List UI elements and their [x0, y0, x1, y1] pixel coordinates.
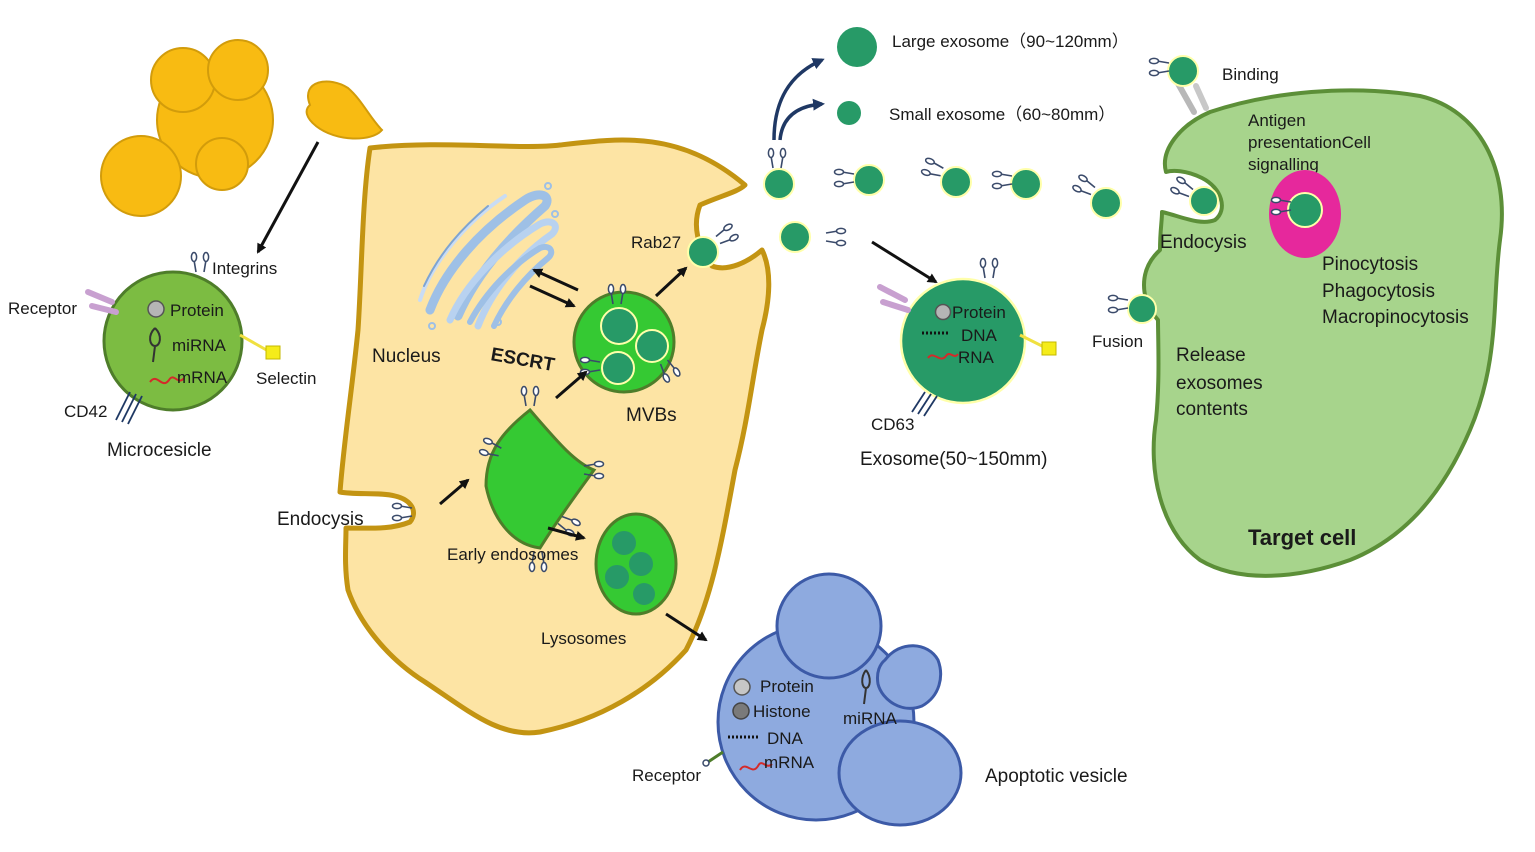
- pinocytosis-label: Pinocytosis: [1322, 254, 1418, 275]
- target-cell-label: Target cell: [1248, 525, 1356, 550]
- mrna-ap-label: mRNA: [764, 753, 815, 772]
- lysosome: [594, 512, 678, 616]
- small-exosome: [837, 101, 861, 125]
- endocysis-left-label: Endocysis: [277, 509, 364, 530]
- lysosomes-label: Lysosomes: [541, 629, 626, 648]
- endocytosing-exosome: [1169, 175, 1219, 216]
- arrow-to-large-exosome: [772, 58, 825, 141]
- dna-ap-label: DNA: [767, 729, 804, 748]
- cd42-label: CD42: [64, 402, 107, 421]
- early-endosome: [477, 385, 605, 573]
- arrow-lysosome-to-apoptotic: [665, 612, 708, 642]
- receptor-label: Receptor: [8, 299, 77, 318]
- receptor-ap-label: Receptor: [632, 766, 701, 785]
- integrins-label: Integrins: [212, 259, 277, 278]
- microvesicle: [85, 251, 281, 425]
- multivesicular-body: [572, 283, 682, 394]
- antigen-label-3: signalling: [1248, 155, 1319, 174]
- arrow-to-exosome: [871, 240, 938, 284]
- nucleus-label: Nucleus: [372, 346, 441, 367]
- target-cell: [1142, 88, 1504, 578]
- exosome-label: Exosome(50~150mm): [860, 449, 1047, 470]
- endocysis-right-label: Endocysis: [1160, 232, 1247, 253]
- release-label-3: contents: [1176, 399, 1248, 420]
- selectin-label: Selectin: [256, 369, 316, 388]
- arrow-to-microvesicle: [256, 141, 320, 254]
- large-exosome-label: Large exosome（90~120mm）: [892, 32, 1129, 51]
- antigen-label-2: presentationCell: [1248, 133, 1371, 152]
- apoptotic-vesicle-label: Apoptotic vesicle: [985, 766, 1128, 787]
- apoptotic-vesicle: [702, 572, 963, 827]
- mvbs-label: MVBs: [626, 405, 677, 426]
- small-exosome-label: Small exosome（60~80mm）: [889, 105, 1115, 124]
- protein-exo-label: Protein: [952, 303, 1006, 322]
- rna-exo-label: RNA: [958, 348, 995, 367]
- binding-receptor: [1148, 55, 1209, 115]
- mrna-label: mRNA: [177, 368, 228, 387]
- golgi-apparatus: [418, 182, 559, 330]
- histone-ap-label: Histone: [753, 702, 811, 721]
- large-exosome: [837, 27, 877, 67]
- microvesicle-label: Microcesicle: [107, 440, 212, 461]
- arrow-to-small-exosome: [778, 98, 825, 141]
- release-label-2: exosomes: [1176, 373, 1263, 394]
- exosome-stream: [763, 147, 1122, 253]
- arrow-mvb-to-release: [654, 266, 688, 298]
- released-exosome: [687, 222, 740, 268]
- exosome-detail: [877, 257, 1057, 417]
- phagocytosis-label: Phagocytosis: [1322, 281, 1435, 302]
- arrow-escrt-forward: [529, 284, 576, 308]
- rab27-label: Rab27: [631, 233, 681, 252]
- fusing-exosome: [1107, 294, 1157, 324]
- arrow-endosome-to-mvb: [555, 370, 588, 400]
- arrow-endosome-to-lysosome: [547, 526, 586, 541]
- protein-ap-label: Protein: [760, 677, 814, 696]
- antigen-label-1: Antigen: [1248, 111, 1306, 130]
- platelet-cluster: [100, 39, 274, 217]
- cd63-label: CD63: [871, 415, 914, 434]
- endocytic-vacuole: [1269, 170, 1341, 258]
- dna-exo-label: DNA: [961, 326, 998, 345]
- mirna-label: miRNA: [172, 336, 226, 355]
- platelet-bud: [305, 80, 384, 140]
- mirna-ap-label: miRNA: [843, 709, 897, 728]
- early-endosomes-label: Early endosomes: [447, 545, 578, 564]
- arrow-endocysis-to-endosome: [439, 478, 470, 506]
- binding-label: Binding: [1222, 65, 1279, 84]
- arrow-escrt-back: [532, 268, 579, 292]
- protein-label: Protein: [170, 301, 224, 320]
- release-label-1: Release: [1176, 345, 1246, 366]
- fusion-label: Fusion: [1092, 332, 1143, 351]
- macropinocytosis-label: Macropinocytosis: [1322, 307, 1469, 328]
